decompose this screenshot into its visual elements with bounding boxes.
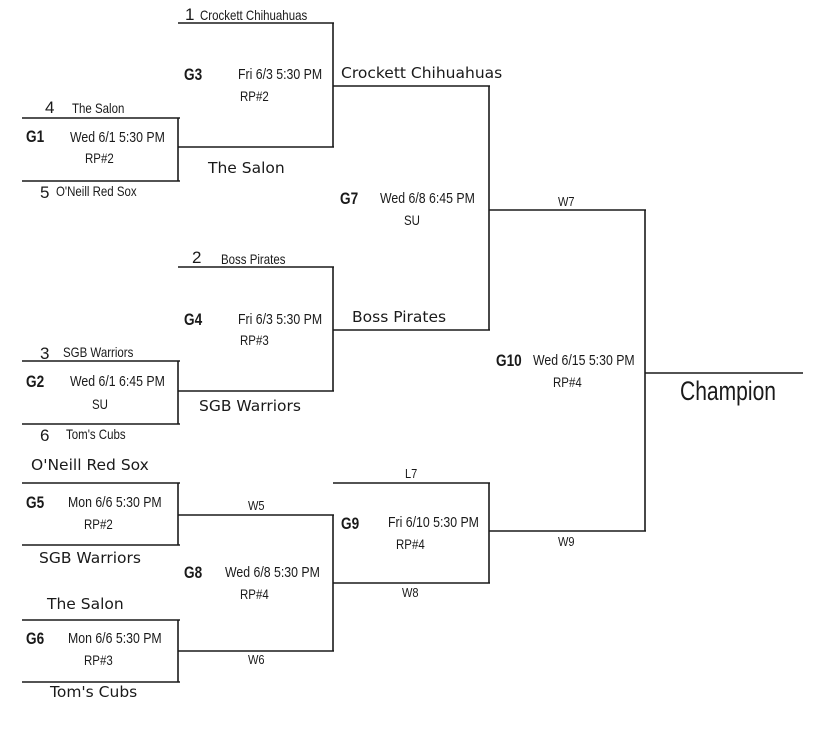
game-time: Fri 6/10 5:30 PM: [388, 514, 479, 531]
g3-winner-label: Crockett Chihuahuas: [341, 64, 503, 82]
slot-l7: L7: [405, 466, 418, 481]
seed-number: 3: [40, 344, 50, 363]
seed-number: 6: [40, 426, 50, 445]
game-location: RP#2: [84, 516, 113, 532]
game-id: G1: [26, 127, 45, 146]
seed-team-name: O'Neill Red Sox: [56, 183, 137, 199]
slot-w9: W9: [558, 534, 575, 549]
seed-number: 4: [45, 98, 55, 117]
g5-bottom-team-label: SGB Warriors: [39, 549, 141, 567]
game-location: SU: [92, 396, 108, 412]
slot-w8: W8: [402, 585, 419, 600]
seed-number: 5: [40, 183, 50, 202]
g4-winner-label: Boss Pirates: [352, 308, 447, 326]
game-id: G5: [26, 493, 45, 512]
slot-w7: W7: [558, 194, 575, 209]
game-id: G10: [496, 351, 522, 370]
game-time: Wed 6/15 5:30 PM: [533, 352, 635, 369]
g6-top-team-label: The Salon: [47, 595, 124, 613]
seed-team-name: Tom's Cubs: [66, 426, 126, 442]
game-time: Wed 6/1 6:45 PM: [70, 373, 165, 390]
seed-number: 2: [192, 248, 202, 267]
champion-label: Champion: [680, 376, 777, 406]
slot-w5: W5: [248, 498, 265, 513]
game-location: RP#2: [240, 88, 269, 104]
game-id: G7: [340, 189, 359, 208]
game-time: Wed 6/8 6:45 PM: [380, 190, 475, 207]
game-location: RP#4: [553, 374, 582, 390]
game-location: RP#4: [240, 586, 269, 602]
game-time: Mon 6/6 5:30 PM: [68, 630, 162, 647]
game-time: Wed 6/1 5:30 PM: [70, 129, 165, 146]
g1-winner-label: The Salon: [208, 159, 285, 177]
game-id: G8: [184, 563, 203, 582]
game-id: G6: [26, 629, 45, 648]
game-time: Fri 6/3 5:30 PM: [238, 66, 323, 83]
g5-top-team-label: O'Neill Red Sox: [31, 456, 149, 474]
game-id: G9: [341, 514, 360, 533]
g2-winner-label: SGB Warriors: [199, 397, 301, 415]
game-time: Mon 6/6 5:30 PM: [68, 494, 162, 511]
game-id: G4: [184, 310, 203, 329]
game-id: G2: [26, 372, 45, 391]
slot-w6: W6: [248, 652, 265, 667]
game-location: RP#3: [240, 332, 269, 348]
game-location: RP#4: [396, 536, 425, 552]
game-id: G3: [184, 65, 203, 84]
seed-team-name: Crockett Chihuahuas: [200, 7, 308, 23]
game-time: Fri 6/3 5:30 PM: [238, 311, 323, 328]
game-location: RP#2: [85, 150, 114, 166]
game-location: SU: [404, 212, 420, 228]
seed-team-name: Boss Pirates: [221, 251, 286, 267]
game-time: Wed 6/8 5:30 PM: [225, 564, 320, 581]
seed-team-name: The Salon: [72, 100, 125, 116]
game-location: RP#3: [84, 652, 113, 668]
seed-team-name: SGB Warriors: [63, 344, 134, 360]
seed-number: 1: [185, 5, 195, 24]
g6-bottom-team-label: Tom's Cubs: [50, 683, 138, 701]
